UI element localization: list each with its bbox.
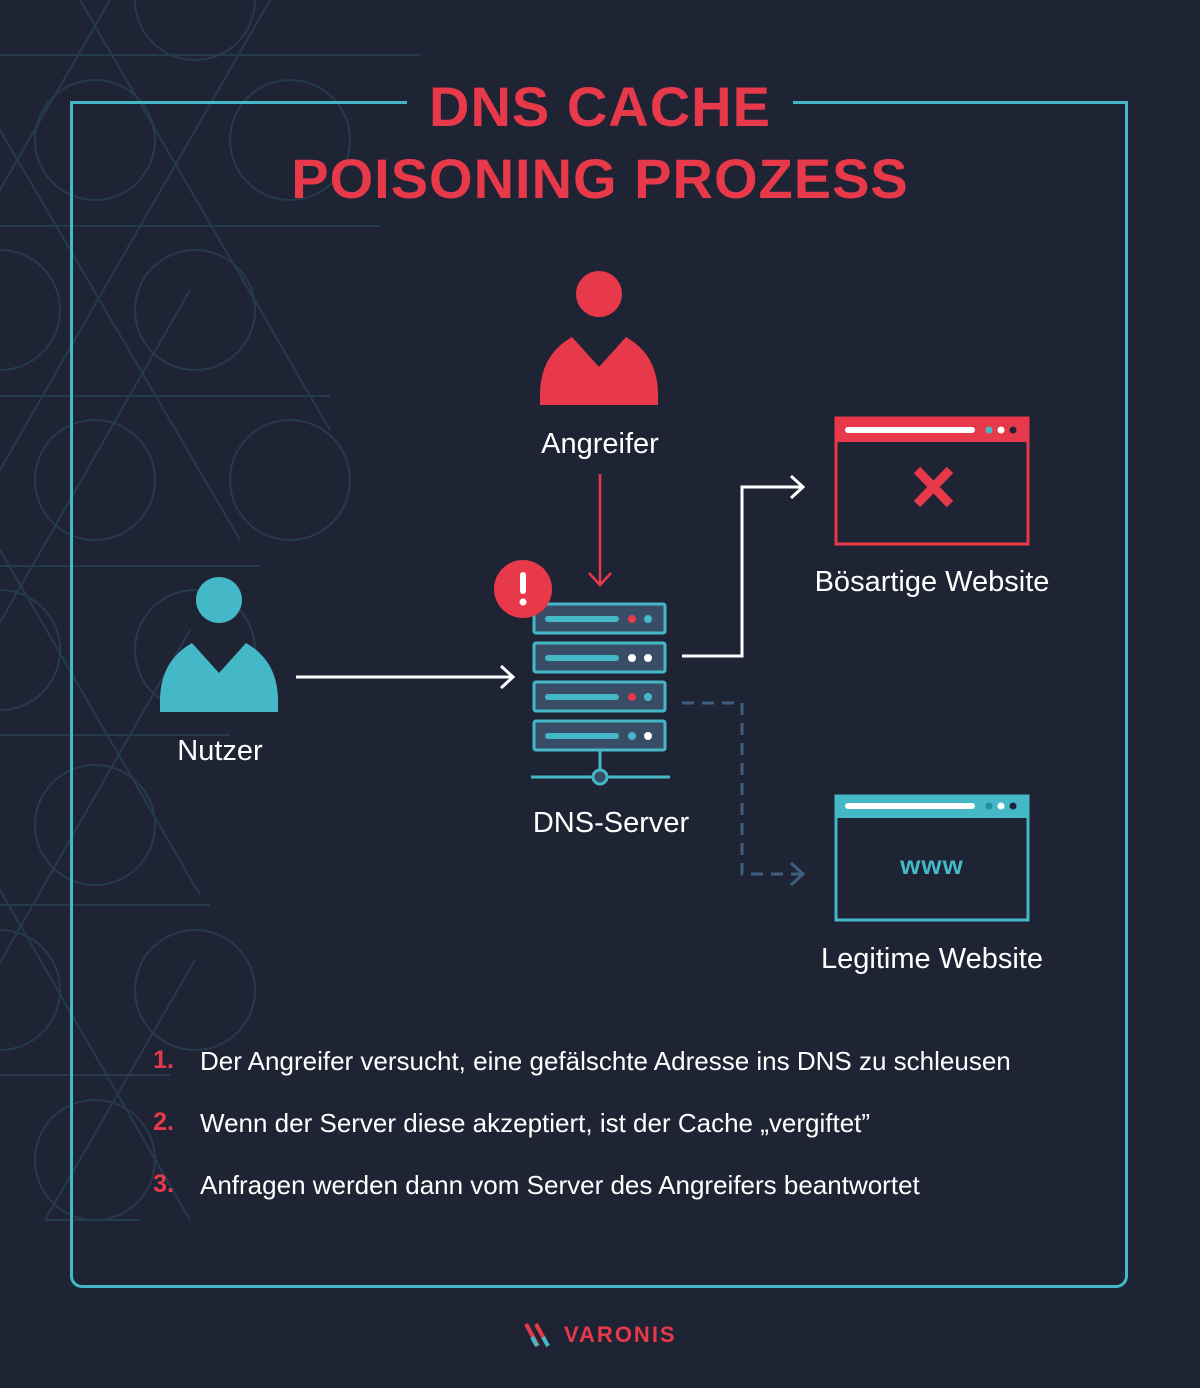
malicious-website-window-icon bbox=[834, 416, 1030, 546]
x-mark-icon bbox=[913, 466, 954, 508]
varonis-logo-mark-icon bbox=[524, 1323, 550, 1347]
step-text: Wenn der Server diese akzeptiert, ist de… bbox=[200, 1108, 871, 1138]
dns-server-label: DNS-Server bbox=[532, 807, 690, 839]
title-line-2: POISONING PROZESS bbox=[291, 147, 909, 210]
user-person-icon bbox=[160, 577, 278, 712]
steps-list: 1. Der Angreifer versucht, eine gefälsch… bbox=[140, 1046, 1011, 1232]
step-item: 3. Anfragen werden dann vom Server des A… bbox=[140, 1170, 1011, 1232]
legit-website-label: Legitime Website bbox=[821, 943, 1043, 975]
malicious-website-label: Bösartige Website bbox=[814, 566, 1050, 598]
user-to-server-arrow bbox=[296, 664, 516, 690]
step-number: 2. bbox=[153, 1108, 174, 1136]
dns-server-rack-icon bbox=[531, 602, 670, 786]
step-number: 3. bbox=[153, 1170, 174, 1198]
step-number: 1. bbox=[153, 1046, 174, 1074]
server-to-legit-arrow bbox=[682, 701, 806, 887]
user-label: Nutzer bbox=[177, 735, 263, 767]
attacker-to-server-arrow bbox=[588, 474, 612, 587]
server-to-malicious-arrow bbox=[682, 474, 806, 658]
attacker-label: Angreifer bbox=[541, 428, 659, 460]
title-text-1: DNS CACHE bbox=[407, 75, 793, 138]
www-text: www bbox=[900, 850, 964, 880]
step-text: Der Angreifer versucht, eine gefälschte … bbox=[200, 1046, 1011, 1076]
attacker-person-icon bbox=[540, 271, 658, 405]
exclamation-badge-icon bbox=[494, 560, 552, 618]
legit-website-window-icon bbox=[834, 794, 1030, 922]
varonis-logo-text: VARONIS bbox=[564, 1322, 677, 1347]
step-text: Anfragen werden dann vom Server des Angr… bbox=[200, 1170, 920, 1200]
step-item: 2. Wenn der Server diese akzeptiert, ist… bbox=[140, 1108, 1011, 1170]
step-item: 1. Der Angreifer versucht, eine gefälsch… bbox=[140, 1046, 1011, 1108]
varonis-logo: VARONIS bbox=[524, 1322, 677, 1348]
title-line-1: DNS CACHE bbox=[0, 74, 1200, 139]
